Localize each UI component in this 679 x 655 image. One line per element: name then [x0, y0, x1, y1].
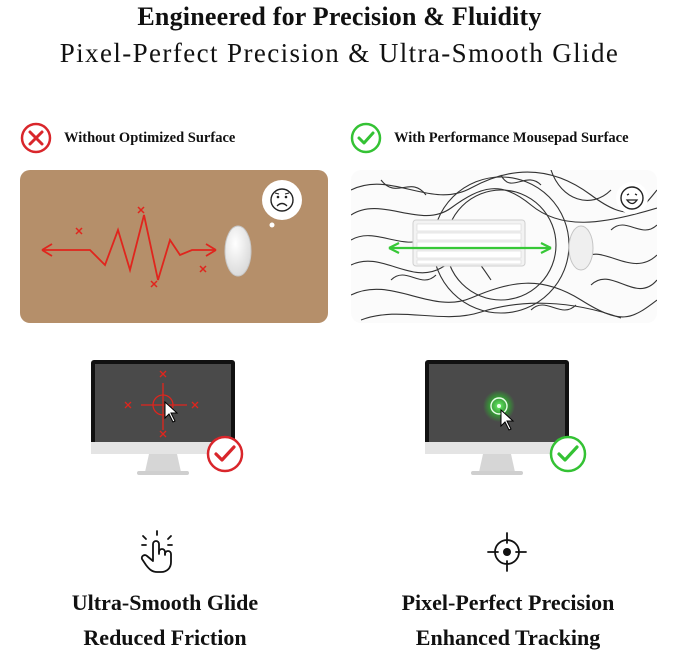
monitor-jittery-cursor [89, 358, 237, 480]
feature-precision-subtitle: Enhanced Tracking [415, 625, 601, 650]
without-surface-heading: Without Optimized Surface [20, 122, 235, 154]
friction-illustration [41, 180, 302, 288]
touch-hand-icon [140, 530, 173, 573]
feature-glide-subtitle: Reduced Friction [83, 625, 247, 650]
without-surface-label: Without Optimized Surface [64, 129, 236, 146]
rough-surface-pad [20, 170, 328, 323]
feature-precision-title: Pixel-Perfect Precision [401, 590, 615, 615]
check-circle-icon [350, 122, 382, 154]
sad-face-icon [262, 180, 302, 220]
page-subtitle: Pixel-Perfect Precision & Ultra-Smooth G… [59, 38, 620, 68]
with-surface-heading: With Performance Mousepad Surface [350, 122, 629, 154]
happy-face-icon [616, 182, 648, 214]
smooth-surface-pad [351, 170, 657, 323]
x-circle-icon [20, 122, 52, 154]
monitor-precise-cursor [423, 358, 571, 480]
feature-glide-title: Ultra-Smooth Glide [71, 590, 259, 615]
with-surface-label: With Performance Mousepad Surface [394, 129, 629, 146]
page-title: Engineered for Precision & Fluidity [137, 2, 542, 31]
smooth-glide-illustration [351, 170, 657, 321]
red-check-badge-icon [206, 435, 244, 473]
crosshair-icon [487, 532, 527, 572]
green-check-badge-icon [549, 435, 587, 473]
